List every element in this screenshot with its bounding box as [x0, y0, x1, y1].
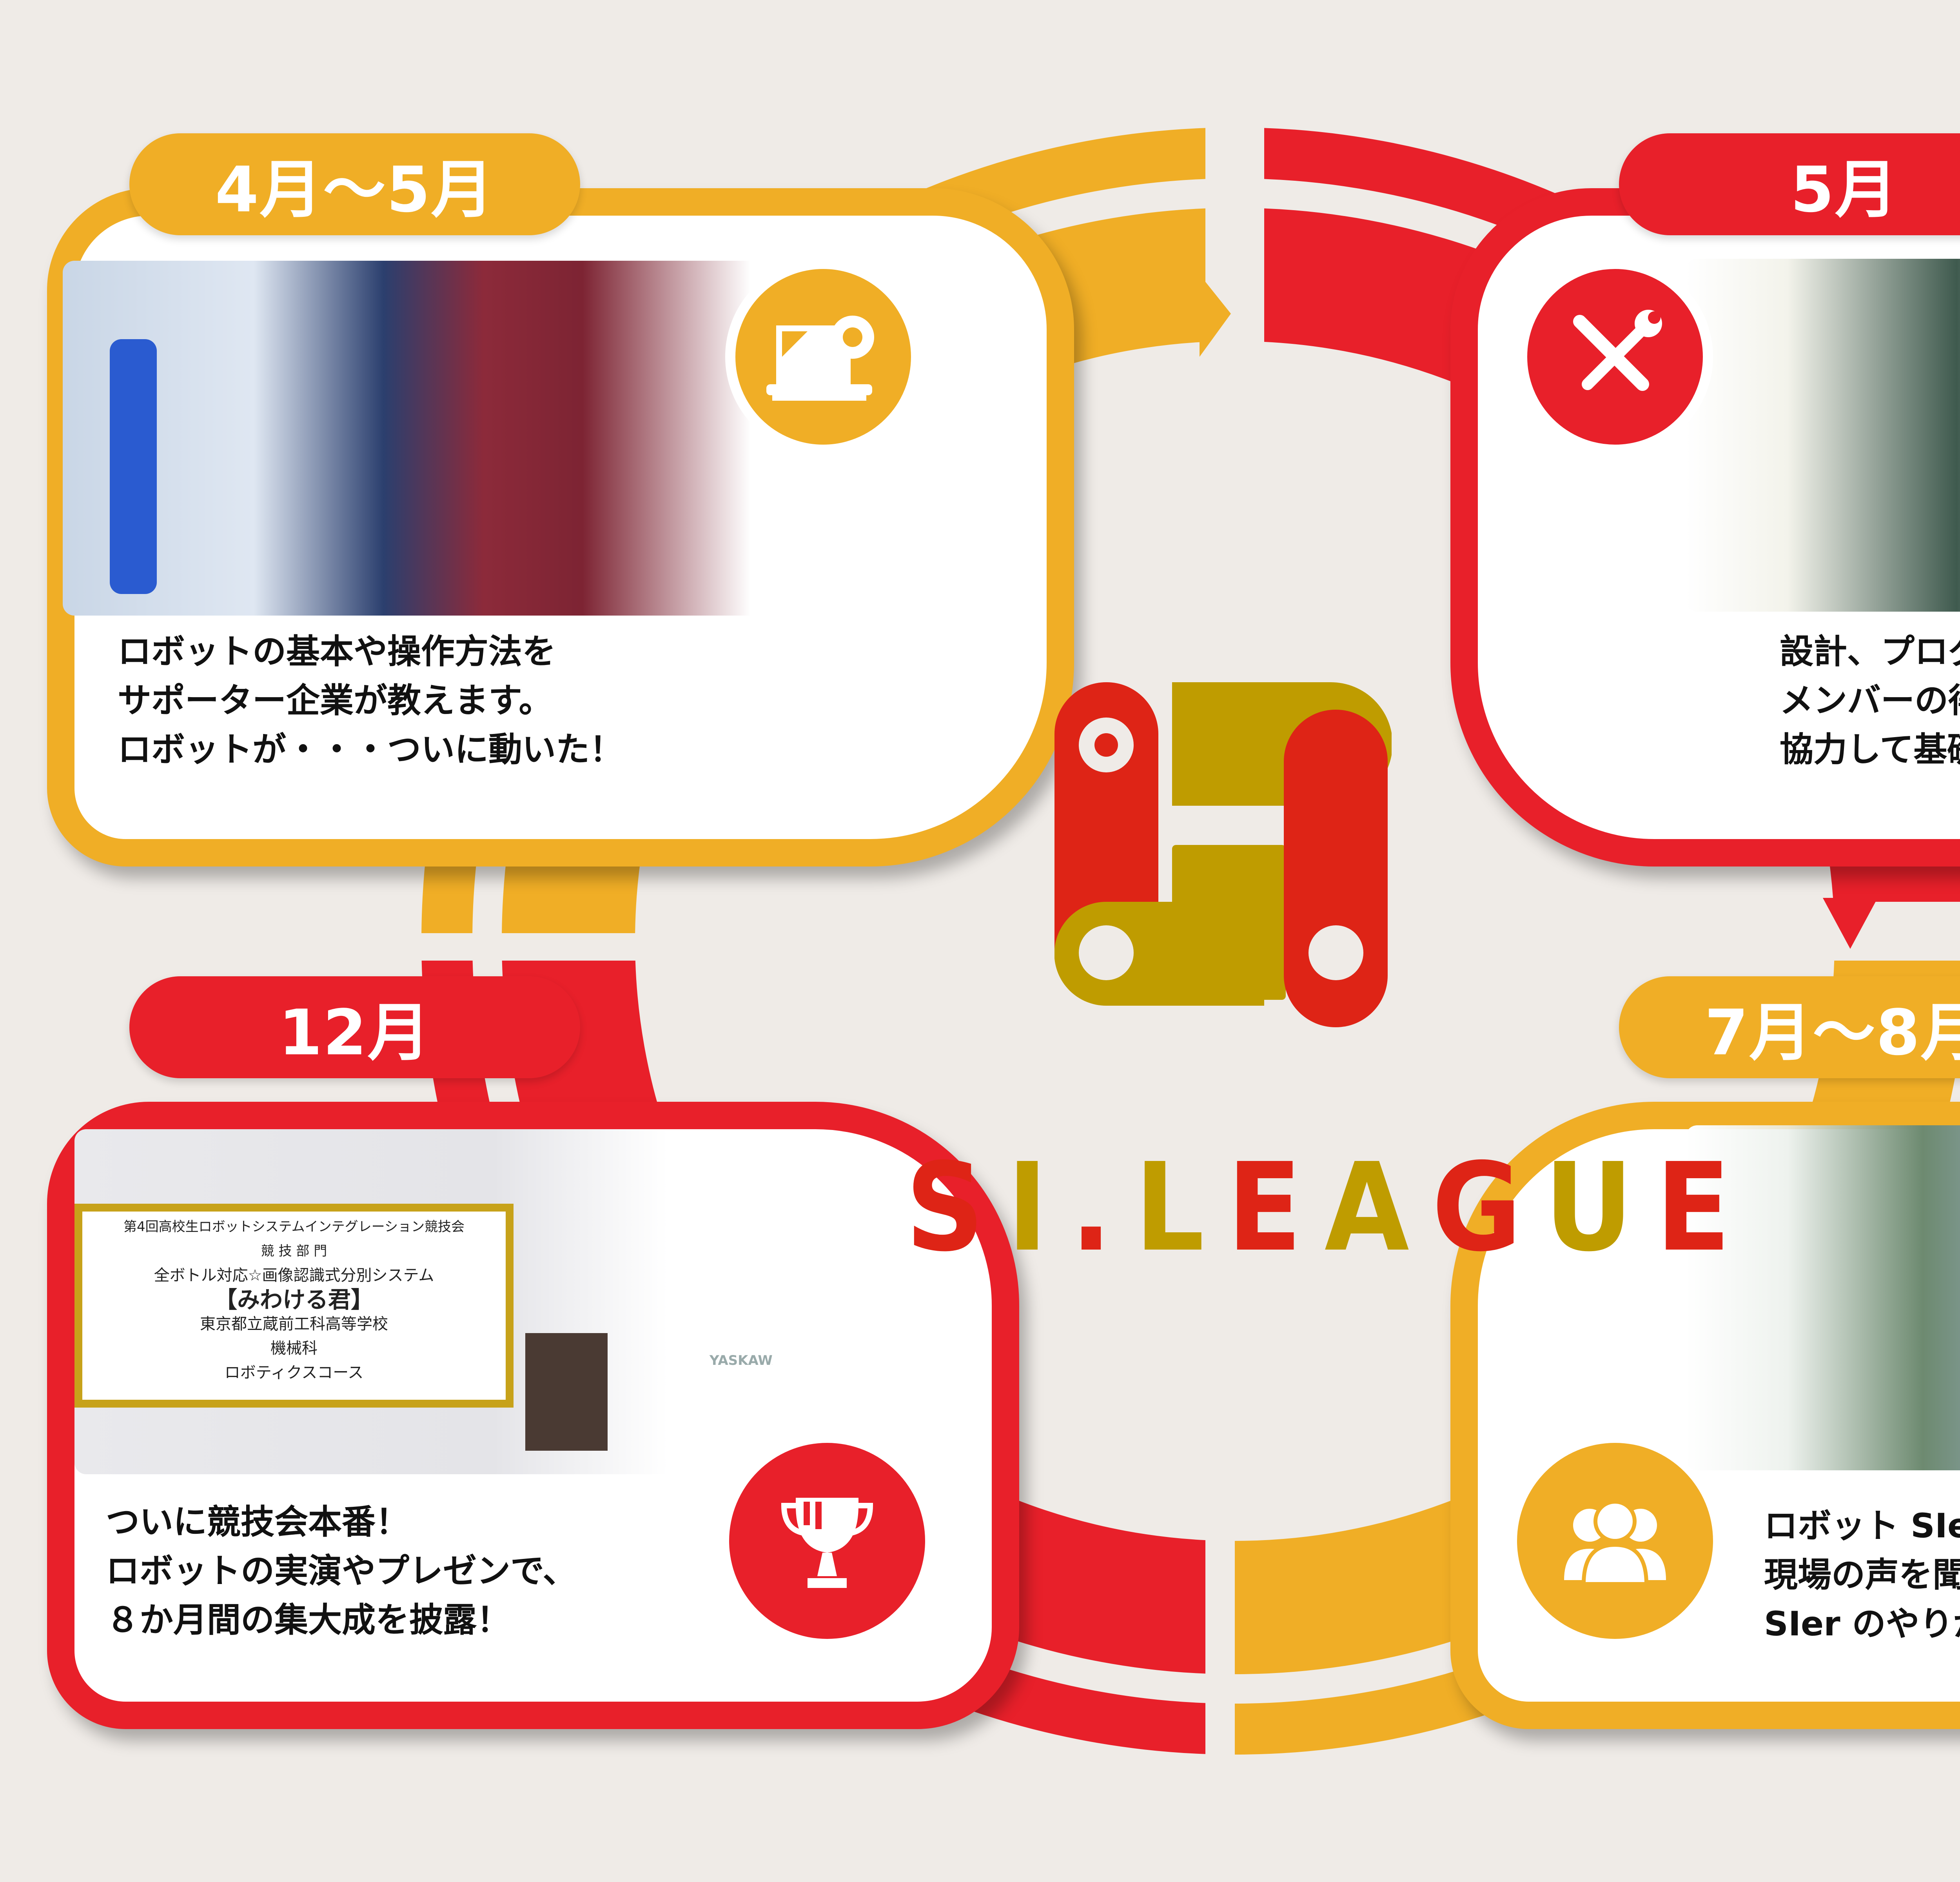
group-people-icon	[1517, 1443, 1713, 1639]
desc-line: ロボットの実演やプレゼンで、	[106, 1551, 577, 1591]
logo-letter: I	[1007, 1137, 1071, 1279]
desc-line: ついに競技会本番！	[106, 1502, 409, 1542]
desc-line: 協力して基礎講習に取り組みます。	[1780, 730, 1960, 769]
logo-letter: S	[906, 1137, 1007, 1279]
period-tab-may: 5月	[1619, 133, 1960, 235]
desc-line: 現場の声を聞き、働く姿を見て、	[1764, 1555, 1960, 1595]
period-tab-dec: 12月	[129, 976, 580, 1078]
desc-line: ロボットの基本や操作方法を	[118, 632, 556, 671]
desc-line: サポーター企業が教えます。	[118, 681, 553, 720]
trophy-icon	[729, 1443, 925, 1639]
desc-line: ８か月間の集大成を披露！	[106, 1600, 510, 1640]
logo-letter: E	[1656, 1137, 1753, 1279]
screen-school: 東京都立蔵前工科高等学校	[200, 1315, 388, 1333]
logo-letter: E	[1227, 1137, 1325, 1279]
tools-icon	[1517, 259, 1713, 455]
screen-category: 競 技 部 門	[261, 1243, 327, 1259]
period-tab-apr-may: 4月〜5月	[129, 133, 580, 235]
factory-visit-photo	[1686, 1125, 1960, 1470]
description-may: 設計、プログラミング、治具作成 メンバーの得意分野を活かし、 協力して基礎講習に…	[1780, 627, 1960, 774]
logo-letter: G	[1432, 1137, 1544, 1279]
students-study-photo	[1686, 259, 1960, 612]
description-dec: ついに競技会本番！ ロボットの実演やプレゼンで、 ８か月間の集大成を披露！	[106, 1498, 577, 1645]
competition-stage-photo: 第4回高校生ロボットシステムインテグレーション競技会 競 技 部 門 全ボトル対…	[74, 1129, 772, 1474]
arrow-left-icon	[1235, 1549, 1270, 1615]
laptop-gear-icon	[725, 259, 921, 455]
arrow-down-icon	[1823, 898, 1878, 949]
screen-dept: 機械科	[270, 1339, 318, 1357]
screen-subtitle: 全ボトル対応☆画像認識式分別システム	[154, 1266, 434, 1284]
robot-training-photo	[63, 261, 827, 616]
desc-line: メンバーの得意分野を活かし、	[1780, 681, 1960, 720]
podium	[525, 1333, 608, 1451]
screen-project-name: 【みわける君】	[214, 1286, 374, 1313]
logo-letter: .	[1070, 1137, 1135, 1279]
robot-arm	[110, 339, 157, 594]
desc-line: 設計、プログラミング、治具作成	[1780, 632, 1960, 671]
si-league-emblem	[1054, 682, 1392, 1027]
logo-letter: L	[1134, 1137, 1227, 1279]
screen-course: ロボティクスコース	[224, 1364, 364, 1382]
desc-line: SIer のやりがいを学びます。	[1764, 1604, 1960, 1644]
description-apr-may: ロボットの基本や操作方法を サポーター企業が教えます。 ロボットが・・・ついに動…	[118, 627, 623, 774]
screen-title: 第4回高校生ロボットシステムインテグレーション競技会	[123, 1219, 465, 1235]
sponsor-label: YASKAWA	[710, 1353, 772, 1368]
logo-letter: U	[1544, 1137, 1656, 1279]
arrow-right-icon	[1200, 274, 1231, 357]
presentation-screen: 第4回高校生ロボットシステムインテグレーション競技会 競 技 部 門 全ボトル対…	[74, 1204, 514, 1408]
desc-line: ロボット SIer 企業に訪問	[1764, 1506, 1960, 1546]
description-jul-aug: ロボット SIer 企業に訪問 現場の声を聞き、働く姿を見て、 SIer のやり…	[1764, 1502, 1960, 1649]
desc-line: ロボットが・・・ついに動いた！	[118, 730, 623, 769]
si-league-wordmark: SI.LEAGUE	[906, 1137, 1753, 1279]
period-tab-jul-aug: 7月〜8月	[1619, 976, 1960, 1078]
logo-letter: A	[1324, 1137, 1432, 1279]
